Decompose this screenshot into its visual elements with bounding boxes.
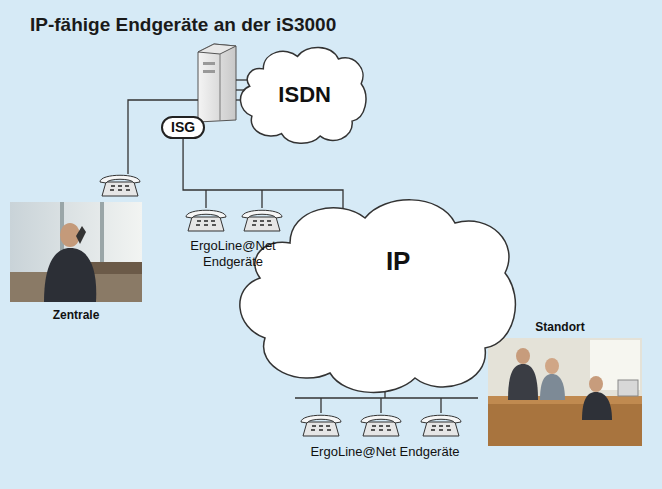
phone-icon — [100, 175, 140, 196]
location-label: Zentrale — [21, 308, 131, 322]
location-label: Standort — [505, 320, 615, 334]
node-text: ISDN — [278, 82, 331, 108]
headquarters-photo — [10, 202, 142, 302]
device-label: ErgoLine@Net Endgeräte — [183, 238, 283, 269]
phone-icon — [301, 415, 341, 436]
node-text: ISG — [171, 119, 195, 136]
cloud-outline — [230, 193, 520, 398]
phone-icon — [361, 415, 401, 436]
cloud-shape — [240, 47, 365, 143]
phone-icon — [186, 210, 226, 231]
server-tower — [198, 44, 236, 122]
branch-office-photo — [488, 338, 642, 446]
phone-drops — [206, 190, 262, 208]
gateway-label: ISG — [161, 116, 205, 139]
network-cloud: IP — [230, 193, 520, 398]
node-text: IP — [386, 245, 411, 276]
phone-icon — [242, 210, 282, 231]
device-label: ErgoLine@Net Endgeräte — [275, 444, 495, 460]
cloud-shape — [240, 200, 516, 393]
phone-icon — [421, 415, 461, 436]
diagram-title: IP-fähige Endgeräte an der iS3000 — [30, 14, 336, 37]
network-cloud: ISDN — [236, 44, 368, 146]
